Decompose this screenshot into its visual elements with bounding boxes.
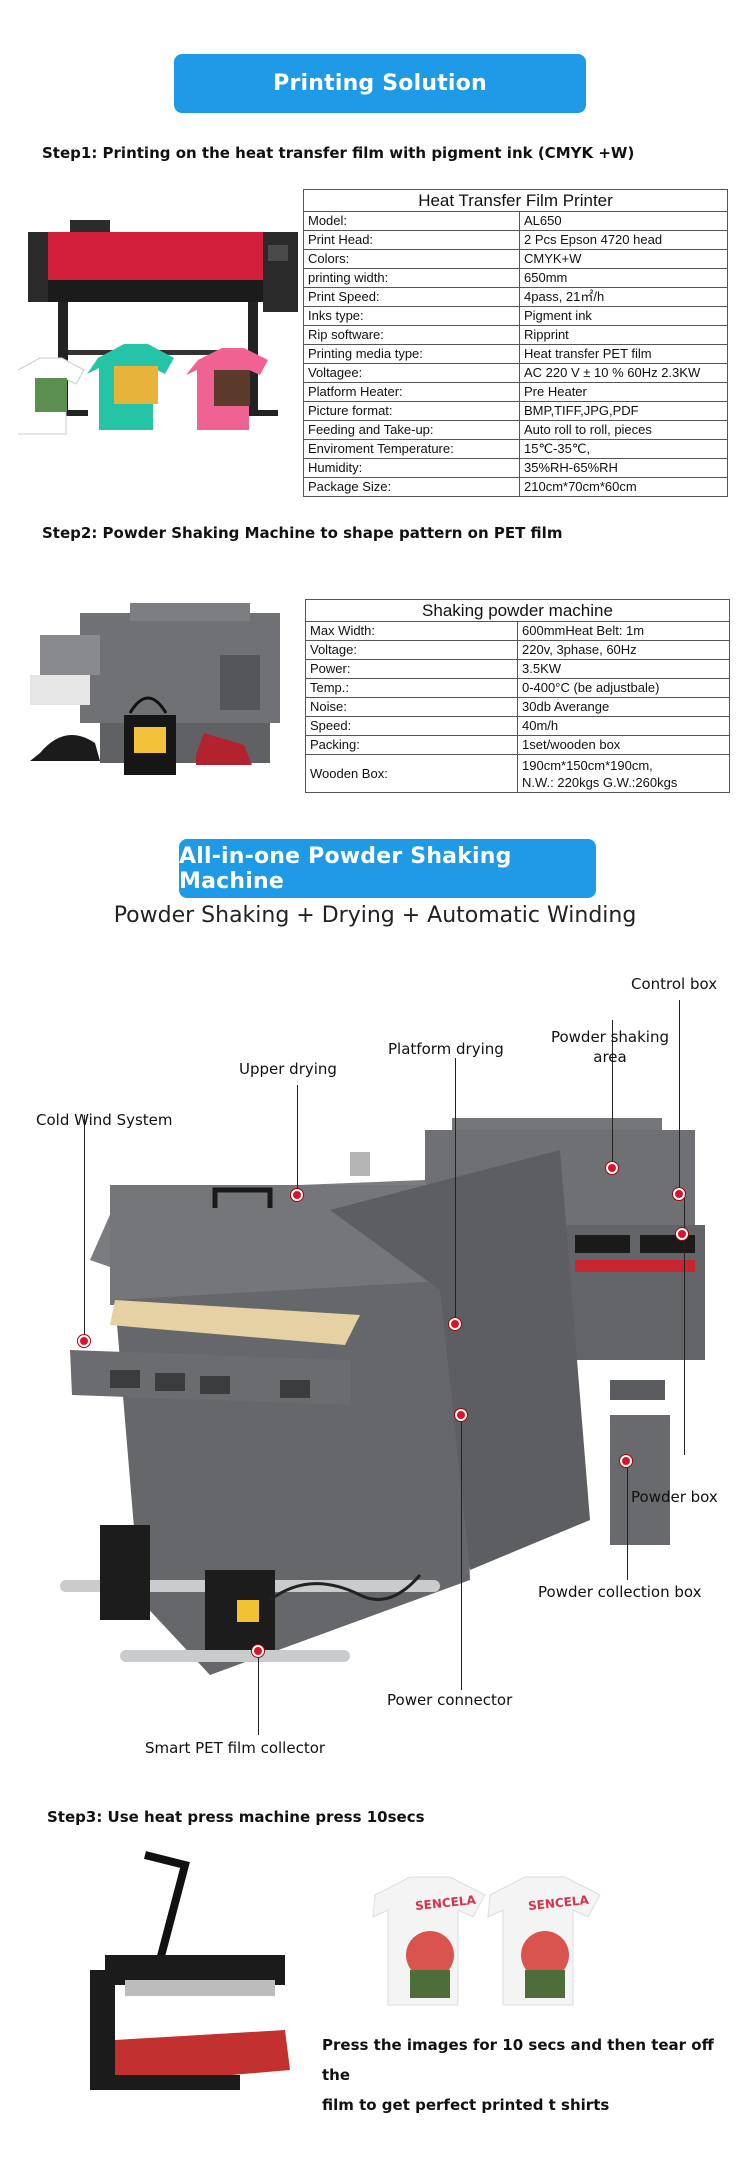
table-row: Voltage: 220v, 3phase, 60Hz <box>305 640 730 660</box>
callout-dot <box>78 1335 90 1347</box>
step3-heading: Step3: Use heat press machine press 10se… <box>47 1808 425 1826</box>
table-row: Power: 3.5KW <box>305 659 730 679</box>
table-row: Voltagee:AC 220 V ± 10 % 60Hz 2.3KW <box>303 363 728 383</box>
table-row: printing width: 650mm <box>303 268 728 288</box>
table-row: Print Speed:4pass, 21㎡/h <box>303 287 728 307</box>
label-powder-collection-box: Powder collection box <box>538 1583 702 1601</box>
machine-subtitle: Powder Shaking + Drying + Automatic Wind… <box>113 903 637 928</box>
table-row: Picture format:BMP,TIFF,JPG,PDF <box>303 401 728 421</box>
label-platform-drying: Platform drying <box>388 1040 504 1058</box>
banner-title: All-in-one Powder Shaking Machine <box>179 843 512 894</box>
printer-spec-table: Heat Transfer Film Printer Model:AL650 P… <box>303 189 728 497</box>
table-row: Enviroment Temperature: 15℃-35℃, <box>303 439 728 459</box>
table-row: Max Width:600mmHeat Belt: 1m <box>305 621 730 641</box>
callout-dot <box>673 1188 685 1200</box>
leader-pet-collector <box>258 1650 259 1735</box>
callout-dot <box>252 1645 264 1657</box>
table-row: Speed: 40m/h <box>305 716 730 736</box>
label-powder-box: Powder box <box>631 1488 718 1506</box>
shaker-image <box>30 603 280 775</box>
table-row: Packing: 1set/wooden box <box>305 735 730 755</box>
machine-diagram: Control box Powder shaking area Platform… <box>0 960 750 1790</box>
callout-dot <box>606 1162 618 1174</box>
table-row: Platform Heater:Pre Heater <box>303 382 728 402</box>
label-power-connector: Power connector <box>387 1691 513 1709</box>
printing-solution-banner: Printing Solution <box>174 54 586 113</box>
table-row: Temp.: 0-400°C (be adjustbale) <box>305 678 730 698</box>
callout-dot <box>455 1409 467 1421</box>
table-row: Wooden Box: 190cm*150cm*190cm, N.W.: 220… <box>305 754 730 793</box>
callout-dot <box>449 1318 461 1330</box>
all-in-one-banner: All-in-one Powder Shaking Machine <box>179 839 596 898</box>
label-powder-shaking: Powder shaking area <box>550 1028 670 1066</box>
callout-dot <box>620 1455 632 1467</box>
label-upper-drying: Upper drying <box>239 1060 337 1078</box>
table-row: Humidity: 35%RH-65%RH <box>303 458 728 478</box>
leader-cold-wind <box>84 1115 85 1340</box>
table-row: Package Size: 210cm*70cm*60cm <box>303 477 728 497</box>
table-row: Feeding and Take-up:Auto roll to roll, p… <box>303 420 728 440</box>
printer-image <box>5 220 298 435</box>
printer-table-title: Heat Transfer Film Printer <box>303 189 728 212</box>
shaker-spec-table: Shaking powder machine Max Width:600mmHe… <box>305 599 730 793</box>
step1-heading: Step1: Printing on the heat transfer fil… <box>42 144 635 162</box>
heat-press-illustration <box>85 1850 305 2095</box>
leader-platform-drying <box>455 1058 456 1323</box>
table-row: Model:AL650 <box>303 211 728 231</box>
machine-image <box>60 1118 705 1675</box>
leader-power-connector <box>461 1415 462 1690</box>
leader-powder-collection <box>627 1460 628 1580</box>
table-row: Rip software:Ripprint <box>303 325 728 345</box>
table-row: Noise: 30db Averange <box>305 697 730 717</box>
leader-control-box <box>679 1000 680 1195</box>
step2-heading: Step2: Powder Shaking Machine to shape p… <box>42 524 563 542</box>
leader-powder-box-vert <box>684 1195 685 1455</box>
callout-dot <box>676 1228 688 1240</box>
table-row: Print Head:2 Pcs Epson 4720 head <box>303 230 728 250</box>
banner-title: Printing Solution <box>273 71 487 96</box>
leader-upper-drying <box>297 1085 298 1195</box>
printed-shirts-illustration: SENCELA SENCELA <box>370 1870 615 2010</box>
label-cold-wind-system: Cold Wind System <box>36 1111 173 1129</box>
table-row: Inks type: Pigment ink <box>303 306 728 326</box>
heat-press-image <box>90 1851 290 2090</box>
press-caption: Press the images for 10 secs and then te… <box>322 2036 714 2114</box>
table-row: Colors:CMYK+W <box>303 249 728 269</box>
label-pet-film-collector: Smart PET film collector <box>145 1739 326 1757</box>
printer-illustration <box>5 200 303 470</box>
label-control-box: Control box <box>631 975 718 993</box>
callout-dot <box>291 1189 303 1201</box>
printed-shirts-image <box>372 1876 601 2006</box>
shaker-illustration <box>20 595 290 795</box>
shaker-table-title: Shaking powder machine <box>305 599 730 622</box>
table-row: Printing media type:Heat transfer PET fi… <box>303 344 728 364</box>
leader-powder-shaking <box>612 1020 613 1168</box>
